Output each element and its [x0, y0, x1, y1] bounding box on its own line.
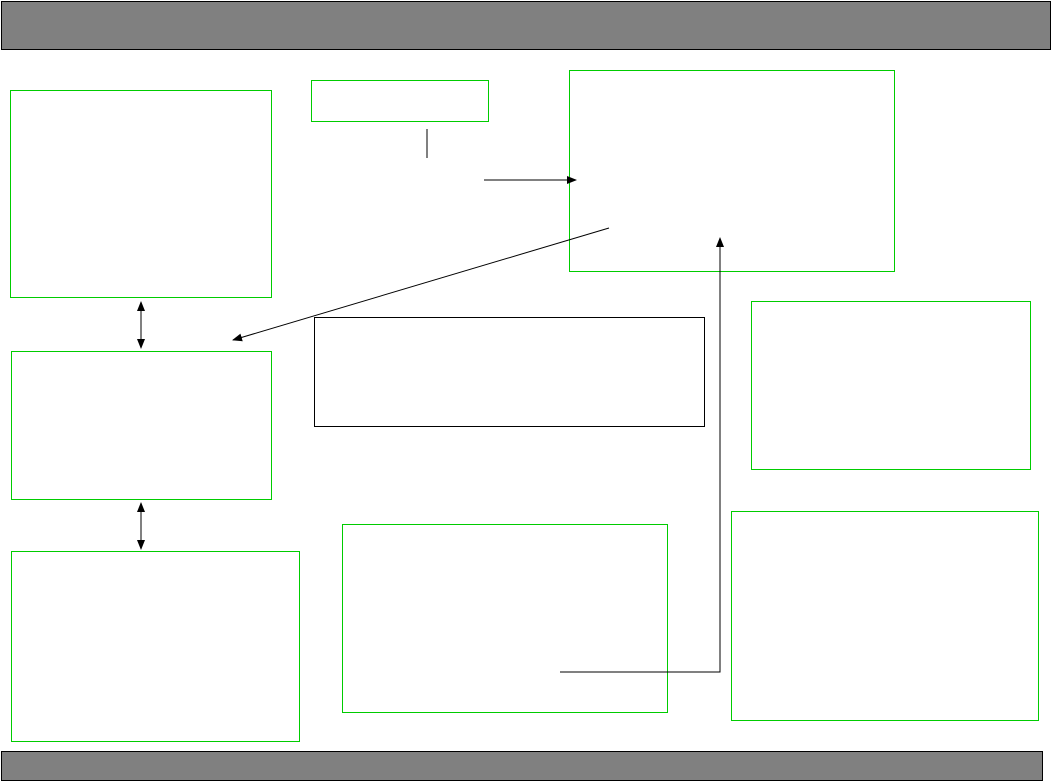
box-small-top [311, 80, 489, 122]
box-center [314, 317, 705, 427]
box-right-mid [751, 301, 1031, 470]
box-top-left [10, 90, 272, 298]
box-mid-left [11, 351, 272, 500]
footer-bar [1, 751, 1043, 781]
box-bottom-center [342, 524, 668, 713]
box-bottom-right [731, 511, 1039, 721]
box-top-right [569, 70, 895, 272]
box-bottom-left [11, 551, 300, 742]
header-bar [1, 1, 1051, 50]
